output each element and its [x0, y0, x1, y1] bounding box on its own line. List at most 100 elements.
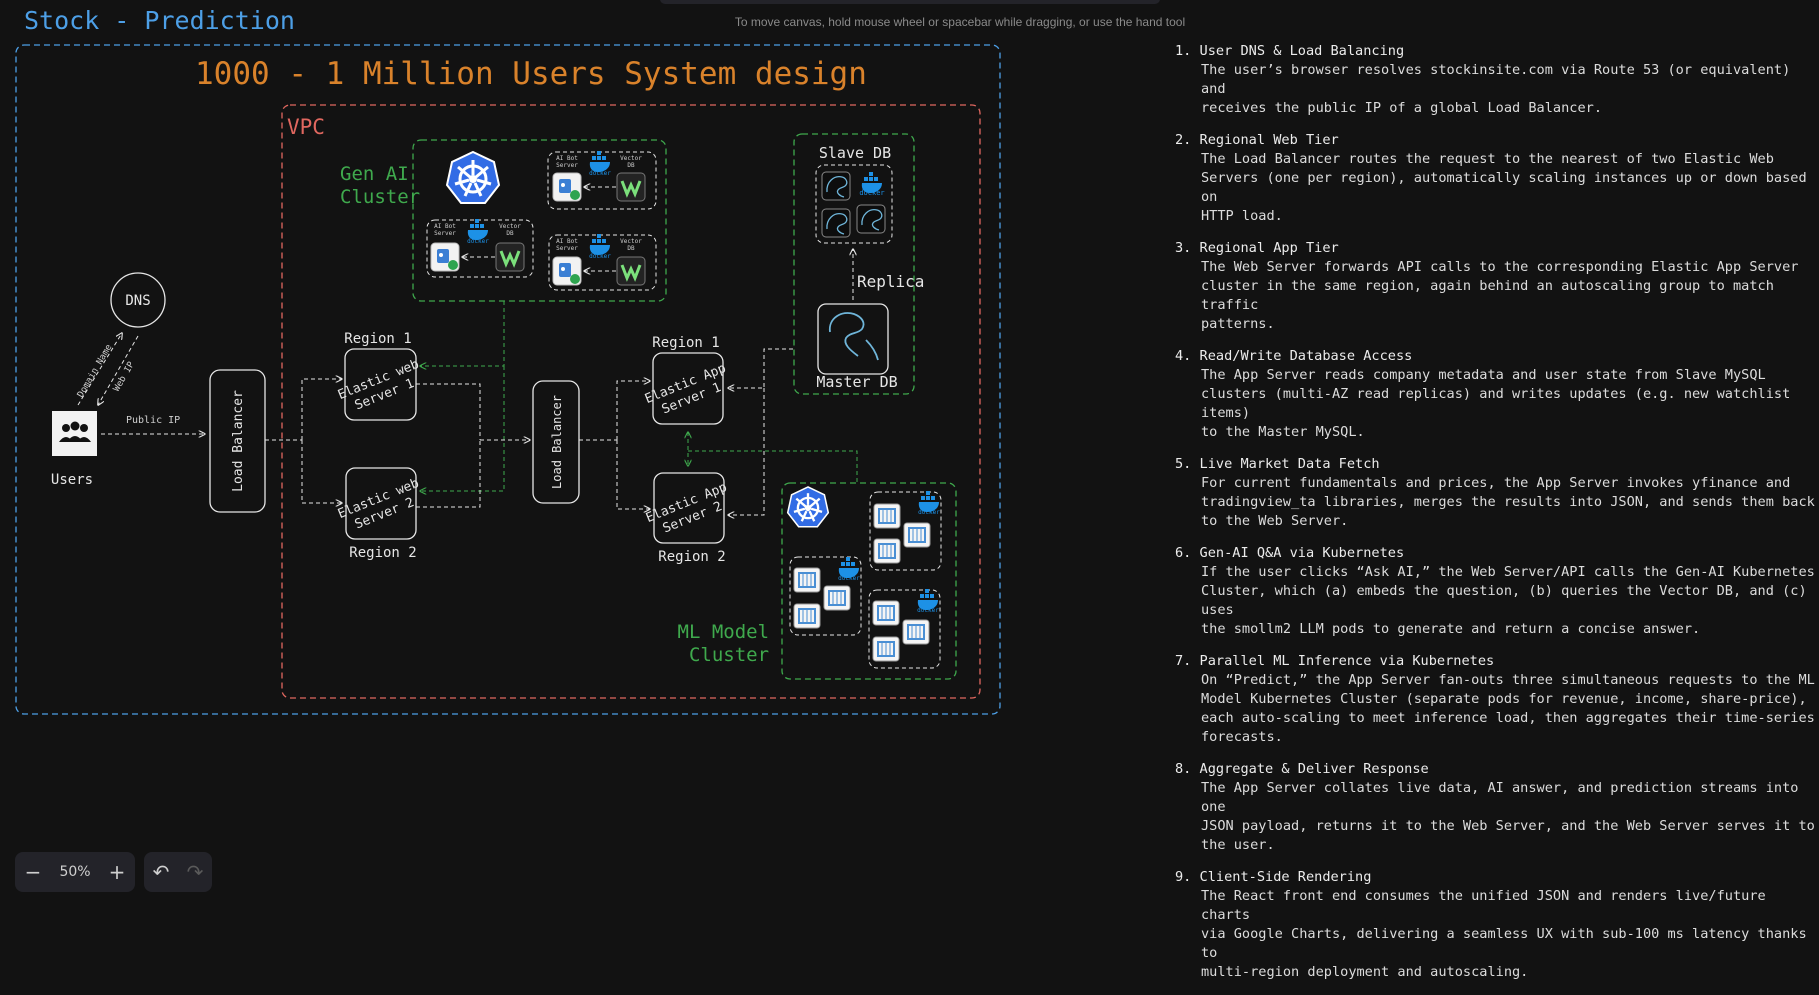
ml-model-icon	[823, 585, 851, 611]
ai-bot-server-icon	[552, 172, 582, 202]
step-5: 5. Live Market Data Fetch For current fu…	[1175, 456, 1815, 529]
users-icon	[59, 421, 91, 442]
db-to-app-connectors	[728, 348, 793, 515]
dns-label: DNS	[125, 293, 150, 309]
step-6: 6. Gen-AI Q&A via Kubernetes If the user…	[1175, 545, 1815, 637]
slave-db-label: Slave DB	[819, 144, 891, 162]
master-db-label: Master DB	[816, 373, 897, 391]
ai-bot-server-icon	[430, 242, 460, 272]
ml-model-pod[interactable]: docker	[868, 589, 941, 669]
kubernetes-icon	[786, 485, 830, 528]
web-to-lb2-connectors	[416, 383, 530, 508]
users-node[interactable]	[52, 411, 97, 456]
ml-model-icon	[902, 619, 930, 645]
ml-model-icon	[872, 600, 900, 626]
docker-icon	[589, 234, 610, 255]
svg-text:docker: docker	[917, 607, 939, 614]
canvas-hint: To move canvas, hold mouse wheel or spac…	[734, 15, 1186, 29]
top-toolbar-edge	[660, 0, 1160, 4]
vector-db-icon	[494, 241, 526, 273]
web-server1-label: Elastic webServer 1	[336, 357, 428, 418]
ai-bot-server-icon	[552, 256, 582, 286]
elastic-web-server-2[interactable]	[345, 467, 417, 540]
diagram-title: 1000 - 1 Million Users System design	[195, 56, 867, 92]
vpc-frame	[281, 104, 981, 699]
zoom-in-button[interactable]: +	[108, 860, 126, 884]
replica-label: Replica	[857, 272, 924, 291]
ml-model-pod[interactable]: docker	[789, 556, 862, 636]
lb2-to-app-connectors	[579, 381, 650, 509]
ml-model-icon	[903, 522, 931, 548]
ml-model-pod[interactable]: docker	[869, 491, 942, 571]
web-ip-label: Web IP	[112, 360, 137, 394]
step-3: 3. Regional App Tier The Web Server forw…	[1175, 240, 1799, 332]
docker-icon	[589, 151, 610, 172]
docker-icon	[467, 219, 488, 240]
svg-text:docker: docker	[589, 253, 611, 260]
undo-button[interactable]: ↶	[152, 860, 170, 884]
step-7: 7. Parallel ML Inference via Kubernetes …	[1175, 653, 1815, 745]
step-2: 2. Regional Web Tier The Load Balancer r…	[1175, 132, 1807, 224]
svg-text:docker: docker	[838, 575, 860, 582]
board-title: Stock - Prediction	[24, 6, 295, 35]
ml-cluster-label: ML Model Cluster	[678, 621, 781, 666]
zoom-level[interactable]: 50%	[59, 864, 91, 880]
svg-text:docker: docker	[589, 170, 611, 177]
ml-to-app-connector	[688, 450, 858, 482]
elastic-app-server-1[interactable]	[652, 352, 724, 425]
web-server2-label: Elastic webServer 2	[336, 476, 428, 537]
elastic-app-server-2[interactable]	[653, 472, 725, 544]
region1-app-label: Region 1	[652, 335, 719, 351]
board-frame	[15, 44, 1001, 715]
zoom-out-button[interactable]: −	[24, 860, 42, 884]
region1-web-label: Region 1	[344, 331, 411, 347]
ml-model-icon	[873, 538, 901, 564]
step-4: 4. Read/Write Database Access The App Se…	[1175, 348, 1791, 440]
step-9: 9. Client-Side Rendering The React front…	[1175, 869, 1807, 980]
dns-node[interactable]	[110, 272, 166, 328]
svg-text:docker: docker	[467, 238, 489, 245]
step-8: 8. Aggregate & Deliver Response The App …	[1175, 761, 1815, 853]
ml-model-cluster-frame[interactable]	[781, 482, 957, 680]
step-1: 1. User DNS & Load Balancing The user’s …	[1175, 43, 1791, 116]
system-diagram[interactable]: 1000 - 1 Million Users System design VPC…	[0, 0, 1170, 899]
ml-model-icon	[793, 603, 821, 629]
lb-to-web-connectors	[265, 379, 342, 503]
domain-name-label: Domain Name	[76, 343, 114, 400]
vector-db-icon	[615, 171, 647, 203]
mysql-icon	[829, 312, 879, 361]
users-label: Users	[51, 472, 93, 488]
vector-db-icon	[615, 255, 647, 287]
region2-app-label: Region 2	[658, 549, 725, 565]
redo-button[interactable]: ↷	[186, 860, 204, 884]
load-balancer-label: Load Balancer	[550, 395, 564, 489]
web-ip-arrow	[98, 335, 139, 405]
kubernetes-icon	[445, 150, 501, 205]
app-server1-label: Elastic AppServer 1	[643, 361, 735, 422]
vpc-label: VPC	[287, 115, 325, 139]
master-db-box[interactable]	[817, 303, 889, 375]
zoom-controls: − 50% +	[15, 852, 135, 892]
slave-db-pod[interactable]: docker	[815, 164, 893, 244]
slave-db-frame[interactable]	[793, 133, 915, 395]
region2-web-label: Region 2	[349, 545, 416, 561]
gen-ai-cluster-frame[interactable]	[412, 139, 667, 302]
gen-ai-cluster-label: Gen AI Cluster	[340, 163, 420, 208]
load-balancer-global[interactable]	[209, 369, 266, 513]
load-balancer-regional[interactable]	[532, 380, 580, 504]
domain-name-arrow	[77, 333, 122, 406]
public-ip-label: Public IP	[126, 415, 180, 426]
gen-ai-to-web-connectors	[420, 301, 505, 491]
ml-model-icon	[872, 636, 900, 662]
load-balancer-label: Load Balancer	[231, 390, 246, 492]
ml-model-icon	[793, 567, 821, 593]
app-server2-label: Elastic AppServer 2	[644, 480, 736, 541]
svg-text:docker: docker	[859, 189, 884, 197]
